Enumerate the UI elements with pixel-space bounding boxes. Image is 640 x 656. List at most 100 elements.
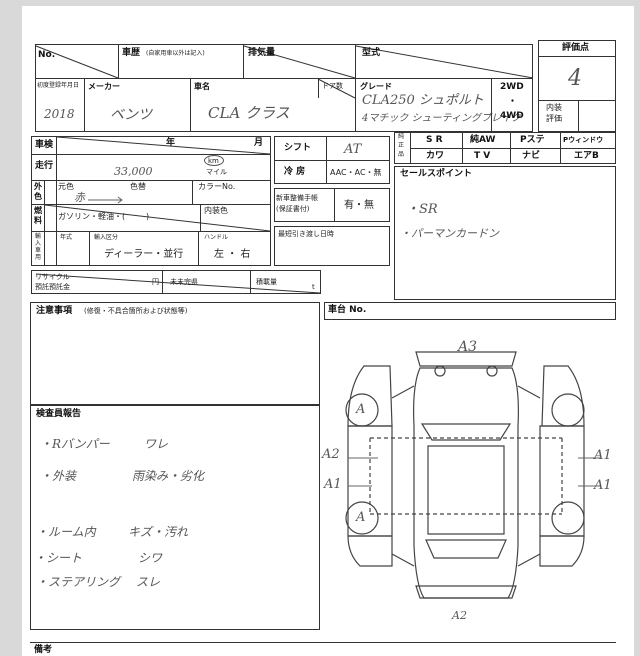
t-label: t <box>312 283 315 291</box>
score-box <box>538 40 616 132</box>
equipment-side-2: 正 <box>398 142 405 149</box>
grade-value-line2: 4マチック シューティングブレイク <box>362 113 521 124</box>
divider <box>31 231 271 232</box>
divider <box>31 204 271 205</box>
yen-label: 円 <box>152 278 159 286</box>
right-lower-damage-mark: A1 <box>594 478 612 493</box>
header-strike-lines <box>35 45 534 99</box>
inspector-report-title: 検査員報告 <box>36 409 82 419</box>
divider <box>200 204 201 231</box>
divider <box>334 188 335 222</box>
record-label-1: 新車整備手帳 <box>276 194 318 202</box>
divider <box>538 56 616 57</box>
ac-value: AAC・AC・無 <box>330 168 382 177</box>
left-lower-damage-mark: A1 <box>324 477 342 492</box>
divider <box>560 132 561 164</box>
color-change-label: 色替 <box>130 182 146 191</box>
inspection-year-label: 年 <box>166 138 176 148</box>
inspection-month-label: 月 <box>254 138 264 148</box>
inspector-line-4-item: ・シート <box>34 551 83 565</box>
recycle-row <box>31 270 321 294</box>
fuel-close: ) <box>146 212 150 221</box>
done-label: 未未完県 <box>170 278 198 286</box>
interior-color-label: 内装色 <box>204 206 228 215</box>
maker-value: ベンツ <box>110 107 152 123</box>
rear-damage-mark: A2 <box>452 609 467 622</box>
divider <box>31 154 271 155</box>
header-block <box>35 44 533 132</box>
ac-label: 冷 房 <box>284 167 306 177</box>
record-value: 有・無 <box>344 200 374 211</box>
import-year-label: 年式 <box>60 234 73 241</box>
divider <box>243 44 244 78</box>
divider <box>84 78 85 132</box>
auction-sheet: No. 車歴 (自家用車以外は記入) 排気量 型式 初度登録年月日 2018 メ… <box>22 6 634 656</box>
divider <box>355 44 356 132</box>
front-damage-mark: A3 <box>458 339 478 355</box>
interior-score-label-1: 内装 <box>546 103 562 112</box>
fuel-options: ガソリン・軽油・( <box>58 212 126 221</box>
inspector-line-1-item: ・Rバンパー <box>40 437 110 451</box>
import-label-4: 用 <box>35 254 42 261</box>
notes-subtitle: (修復・不具合箇所および状態等) <box>84 307 188 315</box>
record-label-2: (保証書付) <box>276 205 310 213</box>
exterior-label-1: 外 <box>34 182 42 191</box>
interior-score-label-2: 評価 <box>546 114 562 123</box>
chassis-no-label: 車台 No. <box>328 305 367 315</box>
equipment-side-3: 品 <box>398 151 405 158</box>
recycle-label-1: リサイクル <box>35 273 70 281</box>
inspector-line-1-detail: ワレ <box>144 437 169 451</box>
grade-label: グレード <box>360 82 392 91</box>
km-circle-mark <box>204 155 224 166</box>
divider <box>578 100 579 132</box>
model-label: 型式 <box>362 48 381 58</box>
original-color-arrow <box>88 196 123 204</box>
divider <box>462 132 463 164</box>
history-note: (自家用車以外は記入) <box>146 50 205 57</box>
sales-point-box <box>394 166 616 300</box>
rear-left-wheel-mark: A <box>356 510 366 525</box>
divider <box>31 180 271 181</box>
divider <box>190 78 191 132</box>
remarks-label: 備考 <box>34 645 53 655</box>
loading-label: 積載量 <box>256 278 277 286</box>
equipment-side-1: 純 <box>398 133 405 140</box>
divider <box>410 148 616 149</box>
car-name-value: CLA クラス <box>208 104 290 122</box>
sales-point-item-2: ・パーマンカードン <box>400 227 499 240</box>
import-type-value: ディーラー・並行 <box>104 249 184 260</box>
divider <box>326 136 327 184</box>
original-color-value: 赤 <box>74 191 85 204</box>
divider <box>56 136 57 266</box>
divider <box>250 270 251 294</box>
score-label: 評価点 <box>562 43 590 53</box>
divider <box>274 160 390 161</box>
car-name-label: 車名 <box>194 82 210 91</box>
chassis-no-box <box>324 302 616 320</box>
recycle-label-2: 預託預託金 <box>35 283 70 291</box>
inspector-line-3-detail: キズ・汚れ <box>128 525 189 539</box>
inspection-label: 車検 <box>35 140 54 150</box>
mileage-value: 33,000 <box>114 165 153 178</box>
divider <box>491 78 492 132</box>
shift-value: AT <box>344 142 362 157</box>
divider <box>162 270 163 294</box>
inspector-line-3-item: ・ルーム内 <box>36 525 96 539</box>
right-upper-damage-mark: A1 <box>594 448 612 463</box>
front-left-wheel-mark: A <box>356 402 366 417</box>
inspector-line-5-item: ・ステアリング <box>36 575 121 589</box>
spec-block <box>31 136 271 266</box>
grade-value-line1: CLA250 シュポルト <box>362 93 484 108</box>
import-label-3: 車 <box>35 247 42 254</box>
record-book-block <box>274 188 390 222</box>
maker-label: メーカー <box>88 82 120 91</box>
drive-4wd-option: 4WD <box>500 111 524 121</box>
history-label: 車歴 <box>122 48 141 58</box>
import-label-1: 輸 <box>35 233 42 240</box>
score-value: 4 <box>568 66 582 91</box>
delivery-label: 最短引き渡し日時 <box>278 230 334 238</box>
equipment-power-window: Pウィンドウ <box>563 136 604 144</box>
equipment-sr: S R <box>426 135 443 145</box>
exterior-label-2: 色 <box>34 192 42 201</box>
spec-strike-lines <box>35 136 321 294</box>
